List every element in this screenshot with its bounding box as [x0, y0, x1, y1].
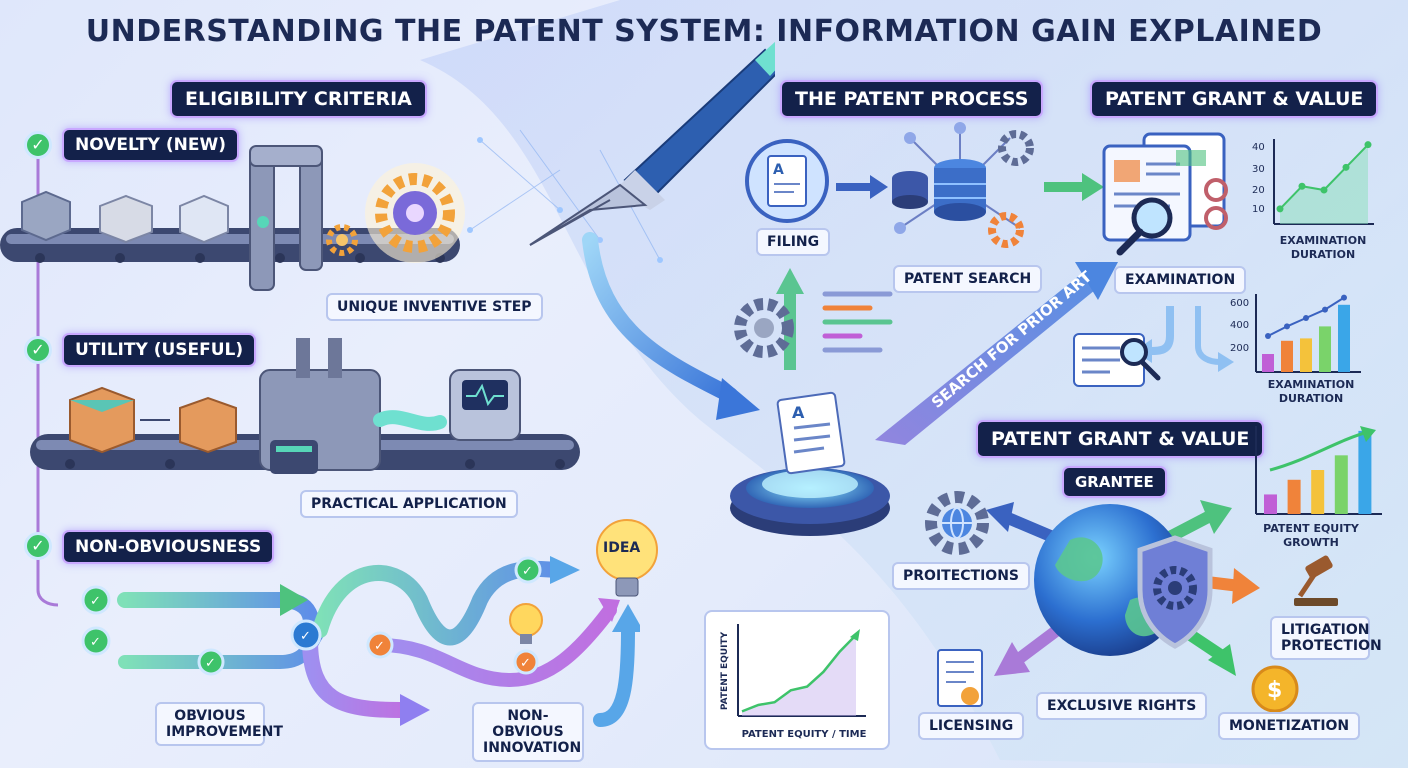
chart4-line [741, 634, 857, 713]
chart2-point [1284, 323, 1290, 330]
svg-text:✓: ✓ [205, 656, 216, 671]
idea-label: IDEA [603, 540, 641, 556]
svg-text:A: A [773, 162, 784, 178]
filing-label: FILING [756, 228, 831, 256]
svg-text:✓: ✓ [374, 639, 385, 654]
chart1-point [1276, 205, 1284, 213]
svg-text:A: A [792, 403, 805, 422]
litigation-gavel-icon [1294, 555, 1338, 606]
grantee-label: GRANTEE [1062, 466, 1167, 498]
chart1-point [1320, 186, 1328, 194]
monetization-coin-icon: $ [1251, 665, 1299, 713]
examination-screens-icon [1102, 132, 1228, 256]
novelty-check-icon: ✓ [24, 131, 52, 159]
chart4-arrowhead [850, 629, 860, 642]
chart1-point [1298, 182, 1306, 190]
chart4-area [742, 635, 856, 716]
nonobvious-roads-illustration: ✓ ✓ ✓ ✓ ✓ ✓ ✓ [81, 556, 640, 727]
chart1-point [1364, 141, 1372, 149]
chart2-point [1303, 315, 1309, 321]
search-to-exam-arrow [1044, 173, 1104, 201]
filing-document-icon: A [745, 139, 829, 223]
chart2-ytick: 400 [1230, 320, 1250, 331]
globe-shield-icon [986, 500, 1260, 676]
practical-application-label: PRACTICAL APPLICATION [300, 490, 518, 518]
chart3-trend-arrowhead [1360, 426, 1376, 442]
chart1-ytick: 20 [1252, 185, 1265, 196]
chart3-bar [1358, 430, 1372, 514]
svg-text:$: $ [1267, 678, 1282, 703]
exclusive-rights-label: EXCLUSIVE RIGHTS [1036, 692, 1208, 720]
chart4-ylabel: PATENT EQUITY [720, 631, 730, 711]
process-heading: THE PATENT PROCESS [780, 80, 1044, 118]
exam-review-icon [1073, 306, 1234, 387]
licensing-label: LICENSING [918, 712, 1025, 740]
chart4-xlabel: PATENT EQUITY / TIME [741, 729, 867, 740]
chart2-ytick: 200 [1230, 343, 1250, 354]
svg-text:✓: ✓ [90, 594, 101, 609]
grant-top-heading: PATENT GRANT & VALUE [1090, 80, 1379, 118]
unique-step-gear-icon [365, 163, 465, 263]
filing-to-search-arrow [836, 175, 888, 199]
chart2-bar [1281, 340, 1293, 372]
chart2-bar [1338, 304, 1350, 372]
nonobvious-label: NON-OBVIOUSNESS [62, 530, 275, 564]
chart3-bar [1311, 470, 1325, 514]
exam-duration-area-chart [1273, 139, 1374, 225]
patent-search-label: PATENT SEARCH [893, 265, 1043, 293]
chart3-title: PATENT EQUITY GROWTH [1263, 522, 1359, 549]
process-gear-icon [734, 268, 893, 370]
eligibility-heading: ELIGIBILITY CRITERIA [170, 80, 427, 118]
eligibility-track [36, 145, 59, 607]
chart2-point [1265, 333, 1271, 339]
obvious-improvement-label: OBVIOUS IMPROVEMENT [155, 702, 283, 746]
utility-label: UTILITY (USEFUL) [62, 333, 257, 367]
svg-text:✓: ✓ [520, 656, 531, 671]
chart2-point [1341, 294, 1347, 301]
chart2-bar [1300, 338, 1312, 372]
chart1-title: EXAMINATION DURATION [1279, 234, 1367, 261]
protections-label: PROITECTIONS [892, 562, 1030, 590]
equity-growth-bar-chart [1255, 426, 1382, 515]
chart3-trend-arrow [1269, 430, 1369, 472]
idea-bulb-icon [596, 519, 658, 597]
fountain-pen-icon [529, 41, 775, 246]
utility-conveyor-illustration [30, 338, 580, 474]
svg-text:✓: ✓ [300, 629, 311, 644]
chart3-bar [1264, 494, 1277, 514]
svg-text:✓: ✓ [522, 564, 533, 579]
chart1-area [1280, 144, 1368, 224]
utility-check-icon: ✓ [24, 336, 52, 364]
chart1-ytick: 10 [1252, 204, 1265, 215]
equity-time-line-chart [737, 624, 866, 717]
novelty-label: NOVELTY (NEW) [62, 128, 239, 162]
examination-label: EXAMINATION [1114, 266, 1247, 294]
chart2-ytick: 600 [1230, 298, 1250, 309]
chart2-bar [1262, 354, 1274, 372]
chart2-point [1322, 306, 1328, 313]
chart1-ytick: 40 [1252, 142, 1265, 153]
pedestal-document-icon: A [730, 391, 890, 536]
monetization-label: MONETIZATION [1218, 712, 1361, 740]
chart3-bar [1287, 479, 1301, 514]
licensing-certificate-icon [937, 649, 983, 707]
chart1-ytick: 30 [1252, 164, 1265, 175]
svg-text:✓: ✓ [90, 635, 101, 650]
nonobvious-innovation-label: NON-OBVIOUS INNOVATION [472, 702, 584, 762]
small-gear-icon [326, 224, 358, 256]
litigation-protection-label: LITIGATION PROTECTION [1270, 616, 1382, 660]
chart2-bar [1319, 326, 1331, 372]
page-title: UNDERSTANDING THE PATENT SYSTEM: INFORMA… [85, 14, 1323, 49]
chart2-title: EXAMINATION DURATION [1267, 378, 1355, 405]
protections-globe-gear-icon [925, 491, 989, 555]
grant-heading: PATENT GRANT & VALUE [976, 420, 1265, 458]
exam-duration-bar-chart [1255, 294, 1361, 373]
nonobvious-check-icon: ✓ [24, 532, 52, 560]
unique-step-label: UNIQUE INVENTIVE STEP [326, 293, 543, 321]
chart3-bar [1334, 455, 1348, 514]
patent-search-database-icon [892, 122, 1034, 248]
chart1-point [1342, 163, 1350, 171]
